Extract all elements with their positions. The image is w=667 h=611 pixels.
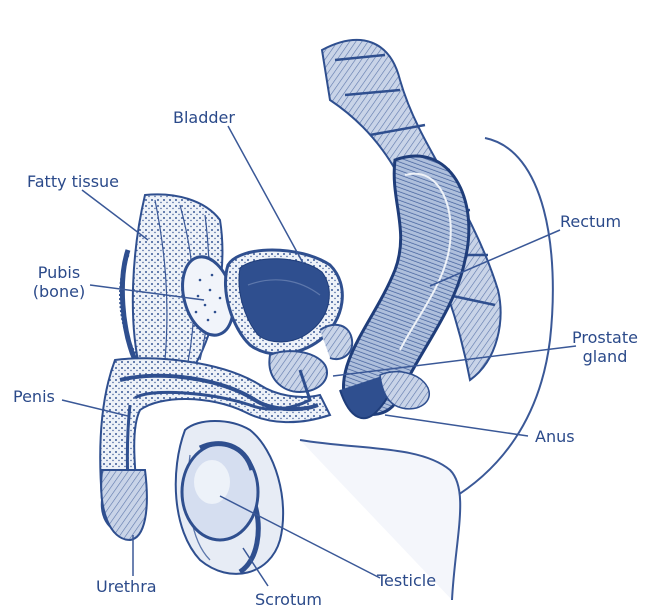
label-anus: Anus	[535, 427, 575, 446]
label-rectum: Rectum	[560, 212, 621, 231]
label-prostate-line2: gland	[567, 347, 643, 366]
label-scrotum: Scrotum	[255, 590, 322, 609]
label-urethra: Urethra	[96, 577, 157, 596]
label-prostate-line1: Prostate	[567, 328, 643, 347]
leader-fatty-tissue	[82, 190, 148, 240]
glans	[101, 470, 147, 540]
label-prostate-gland: Prostate gland	[567, 328, 643, 366]
leader-anus	[385, 415, 528, 436]
label-pubis-line1: Pubis	[30, 263, 88, 282]
label-bladder: Bladder	[173, 108, 235, 127]
label-pubis: Pubis (bone)	[30, 263, 88, 301]
label-penis: Penis	[13, 387, 55, 406]
seminal-vesicle	[320, 325, 352, 359]
label-testicle: Testicle	[377, 571, 436, 590]
label-pubis-line2: (bone)	[30, 282, 88, 301]
leader-bladder	[228, 126, 303, 263]
prostate	[269, 351, 327, 392]
label-fatty-tissue: Fatty tissue	[27, 172, 119, 191]
